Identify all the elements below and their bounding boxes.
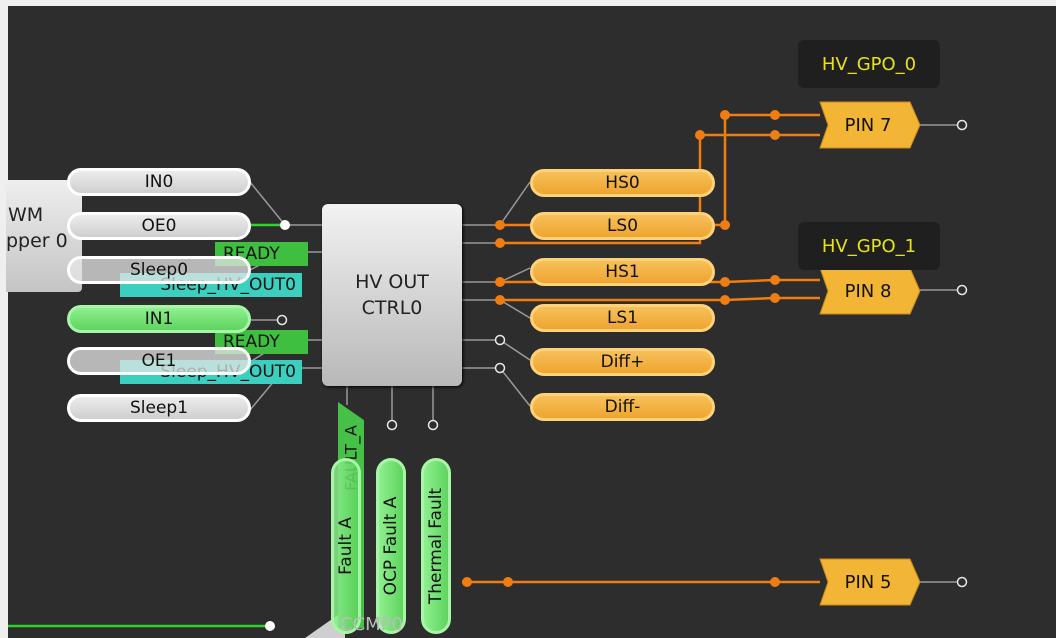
- pin-8[interactable]: PIN 8: [822, 270, 922, 312]
- thermal-fault-label: Thermal Fault: [426, 487, 446, 605]
- hv-out-ctrl-block[interactable]: HV OUT CTRL0: [322, 204, 462, 386]
- pin-7[interactable]: PIN 7: [822, 104, 922, 146]
- pin-5[interactable]: PIN 5: [822, 561, 922, 603]
- window-border-top: [0, 0, 1056, 6]
- output-diff-plus[interactable]: Diff+: [530, 348, 715, 376]
- output-hs0[interactable]: HS0: [530, 169, 715, 197]
- input-oe0[interactable]: OE0: [67, 212, 251, 240]
- pin-7-label: PIN 7: [844, 114, 892, 136]
- pin8-terminal: [956, 284, 968, 296]
- fault-a-label: Fault A: [336, 517, 356, 575]
- input-sleep0[interactable]: Sleep0: [67, 256, 251, 284]
- pin-8-label: PIN 8: [844, 280, 892, 302]
- ocp-fault-a-pill[interactable]: OCP Fault A: [376, 458, 406, 634]
- pin5-terminal: [956, 576, 968, 588]
- wire-diffn: [462, 367, 531, 407]
- wire-ls1-slant: [499, 299, 531, 319]
- input-in0[interactable]: IN0: [67, 168, 251, 196]
- pin7-terminal: [956, 119, 968, 131]
- input-in1[interactable]: IN1: [67, 305, 251, 333]
- output-ls1[interactable]: LS1: [530, 304, 715, 332]
- pwm-line1: WM: [8, 204, 44, 226]
- wire-in0: [249, 181, 286, 226]
- thermal-fault-pill[interactable]: Thermal Fault: [421, 458, 451, 634]
- open-terminal-in1: [276, 314, 288, 326]
- wire-hs0-slant: [499, 181, 531, 226]
- pin7-shape: [819, 101, 921, 149]
- output-ls0[interactable]: LS0: [530, 212, 715, 240]
- block-title-line2: CTRL0: [361, 297, 423, 319]
- fault-a-pill[interactable]: Fault A: [331, 458, 361, 634]
- pin-5-label: PIN 5: [844, 571, 892, 593]
- pin5-shape: [819, 558, 921, 606]
- ocp-fault-a-label: OCP Fault A: [381, 496, 401, 596]
- block-title-line1: HV OUT: [355, 271, 429, 293]
- input-sleep1[interactable]: Sleep1: [67, 394, 251, 422]
- hv-gpo-0-label[interactable]: HV_GPO_0: [798, 40, 940, 88]
- pwm-line2: pper 0: [6, 230, 68, 252]
- input-oe1[interactable]: OE1: [67, 347, 251, 375]
- hv-gpo-1-label[interactable]: HV_GPO_1: [798, 222, 940, 270]
- output-diff-minus[interactable]: Diff-: [530, 393, 715, 421]
- output-hs1[interactable]: HS1: [530, 258, 715, 286]
- comparator-label: CCMP0: [340, 614, 403, 635]
- window-border-left: [0, 0, 8, 638]
- wire-hs1-slant: [499, 267, 531, 283]
